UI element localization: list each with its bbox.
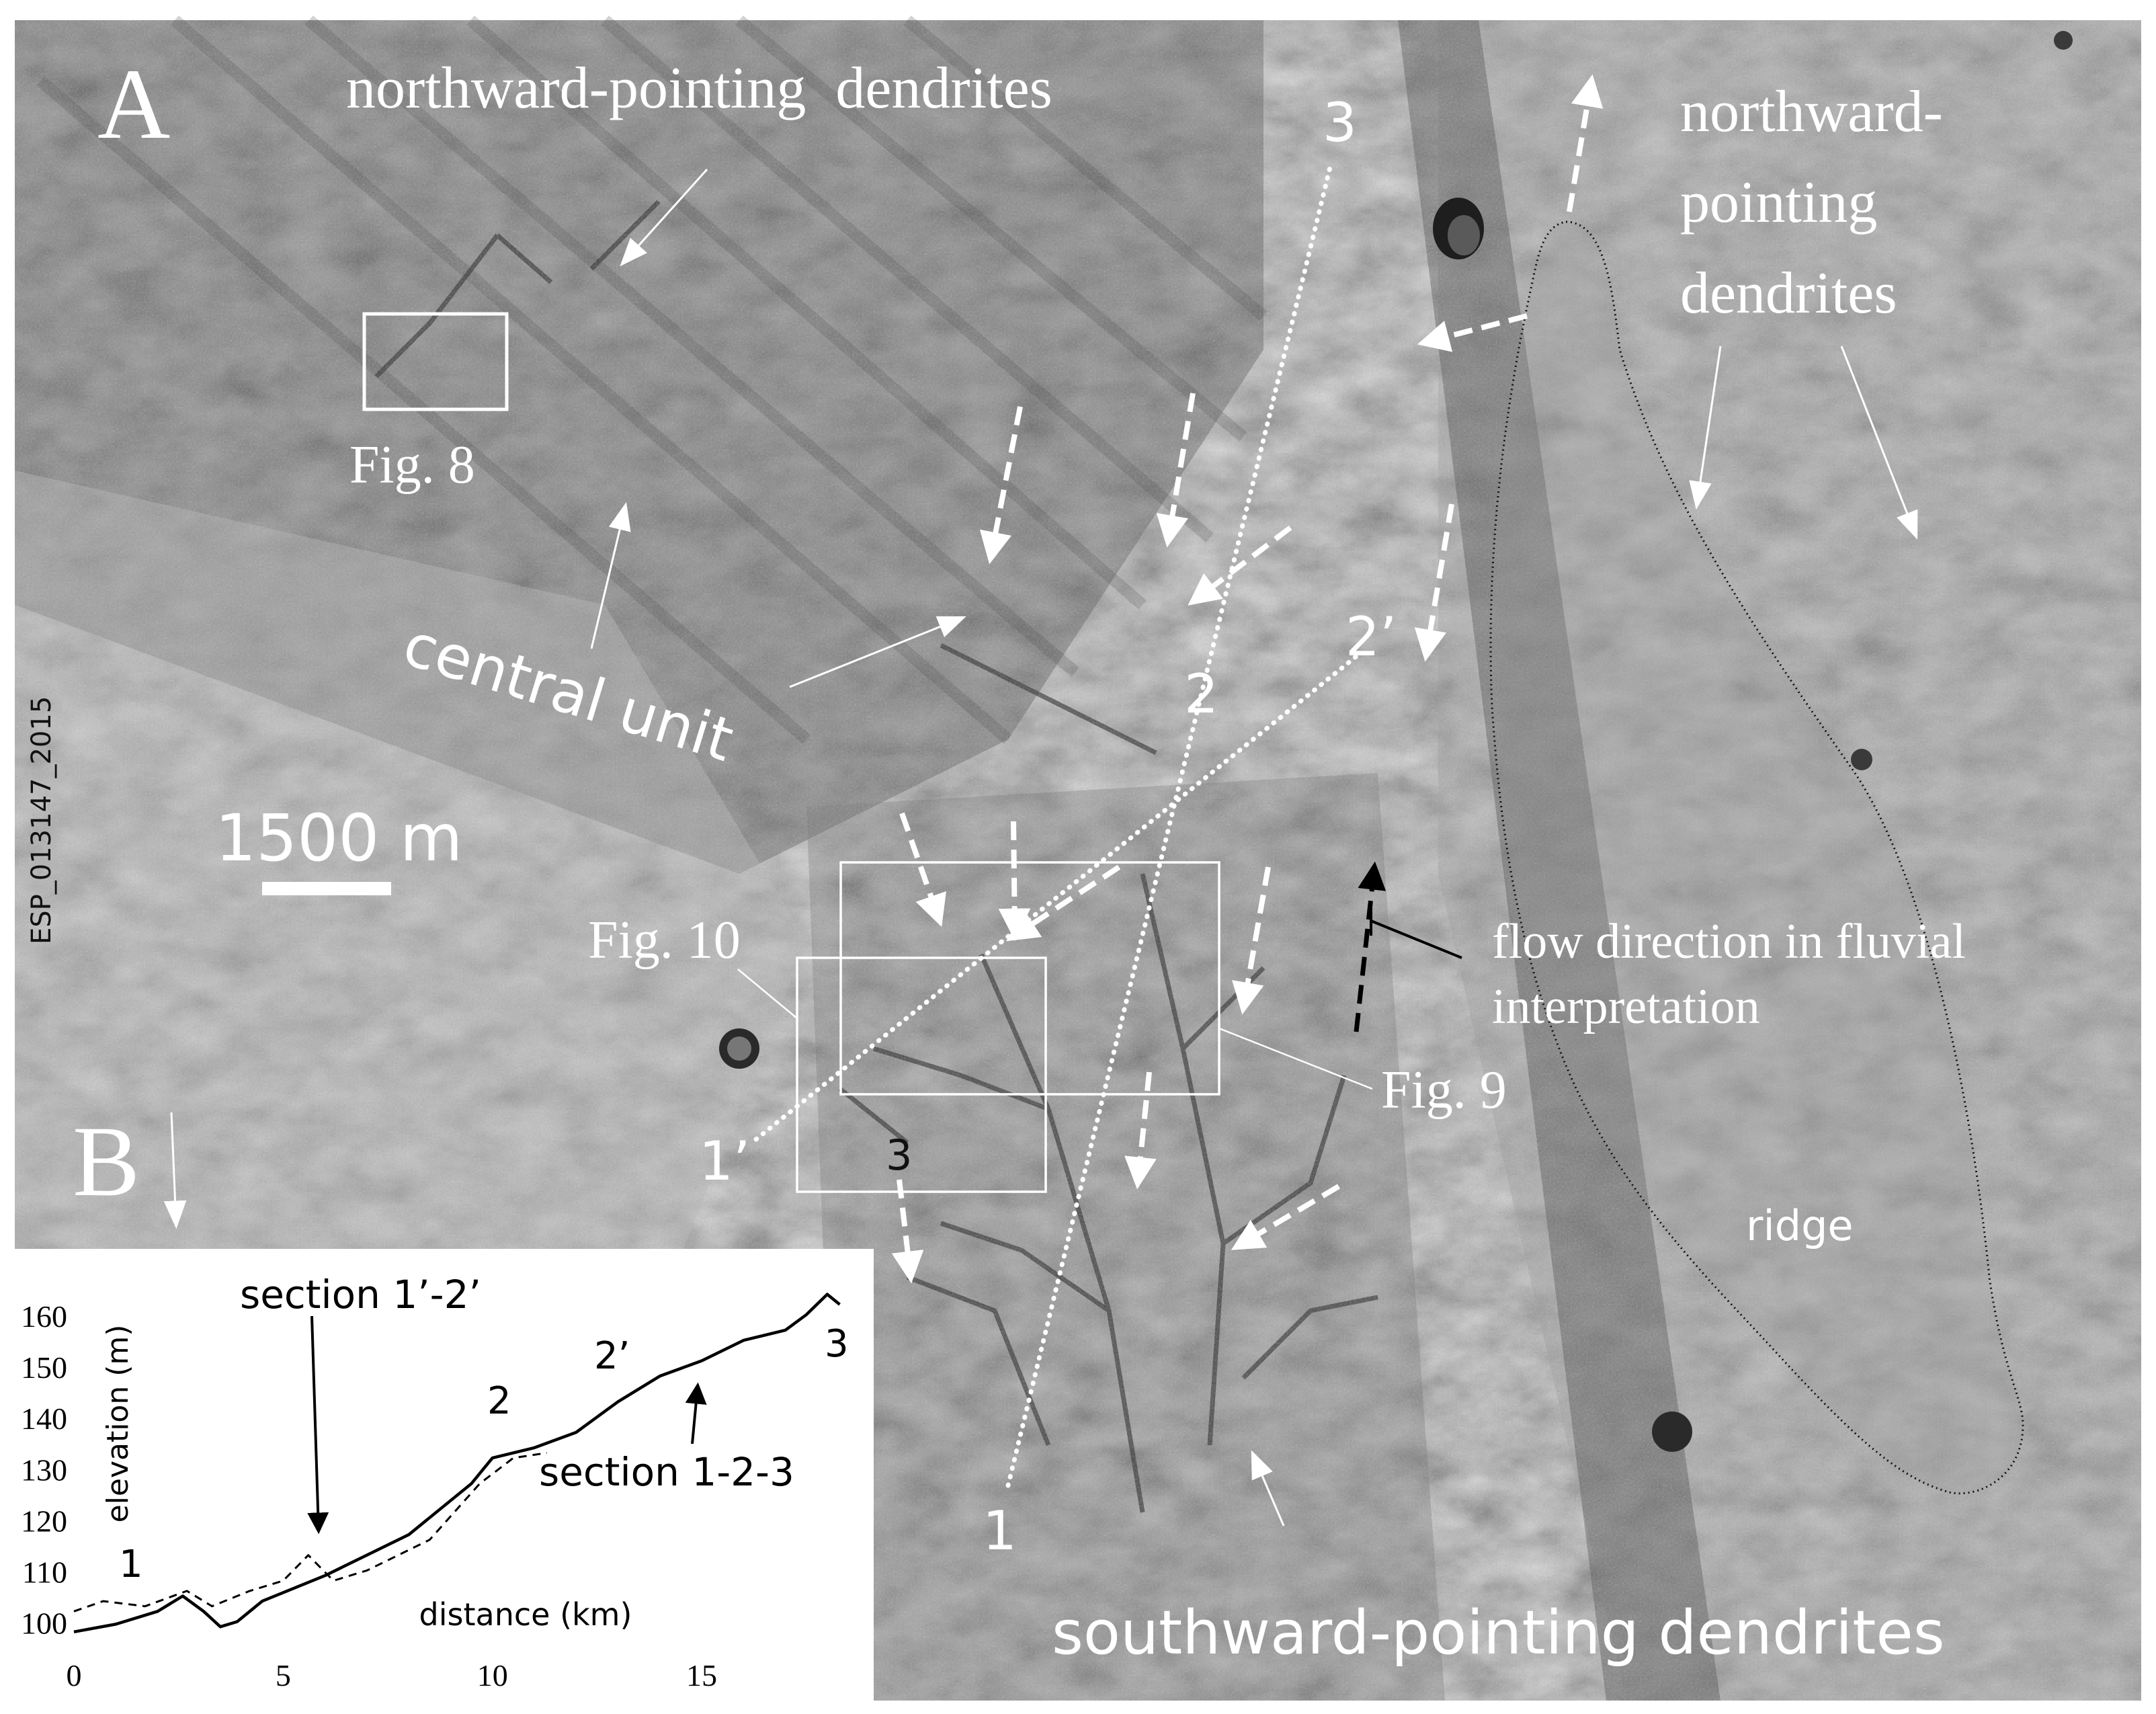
label-north-dendrites-right-2: pointing <box>1680 170 1877 235</box>
marker-1: 1 <box>983 1500 1017 1562</box>
y-tick-label: 110 <box>22 1555 67 1589</box>
label-section-1p-2p: section 1’-2’ <box>240 1272 481 1317</box>
chart-marker-1: 1 <box>119 1543 143 1586</box>
y-tick-label: 150 <box>21 1350 67 1385</box>
ridge-outline <box>1489 220 2024 1495</box>
label-fig9: Fig. 9 <box>1381 1061 1507 1120</box>
label-fig10: Fig. 10 <box>588 911 741 970</box>
figure-leaders <box>737 969 1373 1090</box>
fig10-box <box>796 956 1047 1193</box>
marker-2p: 2’ <box>1345 606 1397 668</box>
scale-label: 1500 m <box>215 801 462 876</box>
marker-3-box: 3 <box>886 1131 912 1180</box>
label-fig8: Fig. 8 <box>349 436 475 495</box>
scale-bar <box>262 882 391 895</box>
x-tick-label: 0 <box>67 1658 82 1692</box>
y-tick-label: 160 <box>21 1299 67 1334</box>
marker-2: 2 <box>1184 663 1218 725</box>
image-id: ESP_013147_2015 <box>26 696 57 944</box>
arrow-section-1p-2p <box>307 1315 329 1535</box>
label-ridge: ridge <box>1746 1201 1854 1250</box>
annotation-arrows <box>163 168 1918 1526</box>
craters <box>719 31 2073 1452</box>
marker-1p: 1’ <box>699 1130 750 1192</box>
series-line-section-1-2-3 <box>73 1293 841 1634</box>
profile-line-1-2-3 <box>1005 162 1333 1488</box>
panel-b-label: B <box>73 1106 140 1217</box>
profile-lines <box>753 162 1360 1488</box>
dashed-flow-arrows <box>891 74 1604 1284</box>
y-tick-label: 100 <box>21 1606 67 1641</box>
chart-marker-3: 3 <box>825 1322 849 1366</box>
fig9-box <box>839 861 1220 1096</box>
chart-marker-2: 2 <box>487 1379 511 1423</box>
series-line-section-1p-2p <box>73 1452 547 1613</box>
figure-boxes <box>362 312 1220 1193</box>
fluvial-flow-arrow <box>1354 861 1462 1032</box>
label-flow-direction-1: flow direction in fluvial <box>1492 914 1966 969</box>
fig8-box <box>362 312 509 411</box>
x-tick-label: 5 <box>276 1658 291 1692</box>
panel-b-inset: 100 110 120 130 140 150 160 0 5 10 15 elevation (m)… <box>15 1249 874 1701</box>
label-south-dendrites: southward-pointing dendrites <box>1052 1598 1945 1668</box>
arrow-section-1-2-3 <box>685 1382 707 1444</box>
x-axis-label: distance (km) <box>419 1596 632 1633</box>
marker-3-top: 3 <box>1323 91 1357 154</box>
elevation-profile-chart: 100 110 120 130 140 150 160 0 5 10 15 elevation (m)… <box>21 1272 849 1692</box>
x-tick-label: 10 <box>477 1658 508 1692</box>
label-north-dendrites-top: northward-pointing dendrites <box>346 56 1052 121</box>
chart-marks: 100 110 120 130 140 150 160 0 5 10 15 elevation (m)… <box>21 1293 841 1692</box>
label-north-dendrites-right-1: northward- <box>1680 79 1943 145</box>
profile-line-1p-2p <box>753 653 1360 1142</box>
y-axis-label: elevation (m) <box>101 1325 135 1523</box>
label-flow-direction-2: interpretation <box>1492 979 1760 1034</box>
y-tick-label: 120 <box>21 1504 67 1538</box>
label-north-dendrites-right-3: dendrites <box>1680 261 1897 326</box>
y-tick-label: 140 <box>21 1401 67 1436</box>
chart-marker-2p: 2’ <box>594 1334 630 1378</box>
label-section-1-2-3: section 1-2-3 <box>539 1449 794 1495</box>
y-tick-label: 130 <box>21 1453 67 1487</box>
x-tick-label: 15 <box>686 1658 717 1692</box>
panel-a-label: A <box>97 48 170 160</box>
